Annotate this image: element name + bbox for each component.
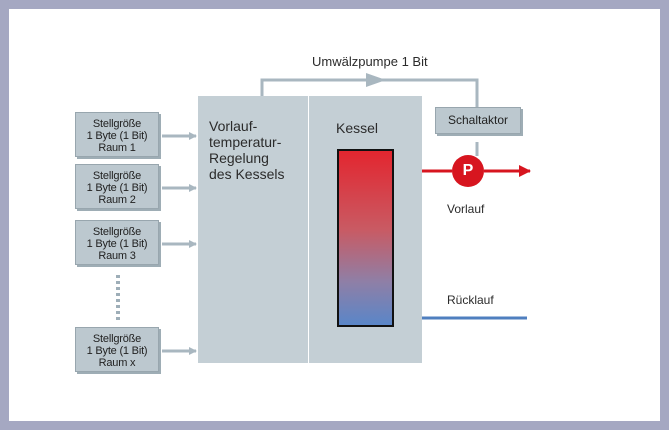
switch-actuator-box: Schaltaktor xyxy=(435,107,521,134)
input-label: Raum x xyxy=(98,357,136,369)
supply-label: Vorlauf xyxy=(447,202,485,216)
controller-line: Vorlauf- xyxy=(209,118,258,134)
input-label: 1 Byte (1 Bit) xyxy=(86,345,148,357)
input-box-raum-2: Stellgröße 1 Byte (1 Bit) Raum 2 xyxy=(75,164,159,209)
controller-line: temperatur- xyxy=(209,134,282,150)
input-label: Raum 1 xyxy=(98,142,136,154)
input-label: Stellgröße xyxy=(92,226,142,238)
controller-block xyxy=(198,96,308,363)
input-box-raum-3: Stellgröße 1 Byte (1 Bit) Raum 3 xyxy=(75,220,159,265)
input-label: Stellgröße xyxy=(92,170,142,182)
input-label: Stellgröße xyxy=(92,118,142,130)
controller-line: des Kessels xyxy=(209,166,285,182)
input-label: 1 Byte (1 Bit) xyxy=(86,238,148,250)
boiler-label: Kessel xyxy=(336,120,379,136)
pump-signal-label: Umwälzpumpe 1 Bit xyxy=(312,54,428,69)
input-label: Raum 3 xyxy=(98,250,136,262)
input-box-raum-1: Stellgröße 1 Byte (1 Bit) Raum 1 xyxy=(75,112,159,157)
pump-icon: P xyxy=(452,155,484,187)
input-label: Stellgröße xyxy=(92,333,142,345)
input-box-raum-x: Stellgröße 1 Byte (1 Bit) Raum x xyxy=(75,327,159,372)
boiler-tank xyxy=(337,149,394,327)
controller-label: Vorlauf- temperatur- Regelung des Kessel… xyxy=(209,118,284,182)
controller-line: Regelung xyxy=(209,150,269,166)
input-label: 1 Byte (1 Bit) xyxy=(86,130,148,142)
pump-signal-arrow xyxy=(366,73,386,87)
input-label: 1 Byte (1 Bit) xyxy=(86,182,148,194)
return-label: Rücklauf xyxy=(447,293,494,307)
input-label: Raum 2 xyxy=(98,194,136,206)
